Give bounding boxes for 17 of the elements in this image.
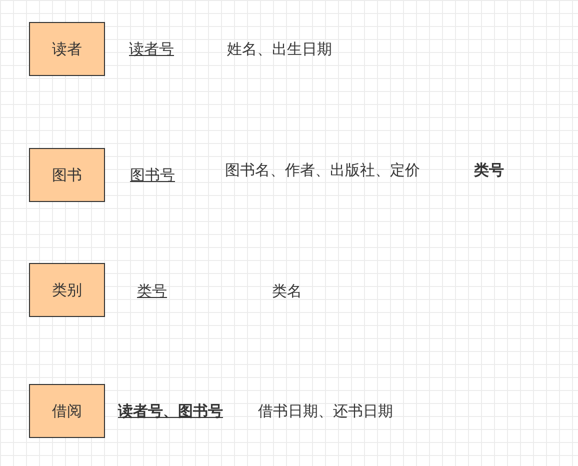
entity-box: [29, 22, 105, 76]
entity-box: [29, 384, 105, 438]
entity-box: [29, 148, 105, 202]
foreign-primary-key-text: 读者号、图书号: [118, 402, 223, 420]
entity-name: 图书: [52, 166, 82, 184]
primary-key-text: 读者号: [129, 40, 174, 58]
primary-key-text: 类号: [137, 282, 167, 300]
entity-box: [29, 263, 105, 317]
primary-key-text: 图书号: [130, 166, 175, 184]
attribute-text: 借书日期、还书日期: [258, 402, 393, 420]
attribute-text: 图书名、作者、出版社、定价: [225, 161, 420, 179]
entity-name: 读者: [52, 40, 82, 58]
entity-name: 类别: [52, 280, 82, 300]
attribute-text: 姓名、出生日期: [227, 40, 332, 58]
foreign-key-text: 类号: [474, 161, 504, 179]
attribute-text: 类名: [272, 282, 302, 300]
entity-name: 借阅: [52, 402, 82, 420]
